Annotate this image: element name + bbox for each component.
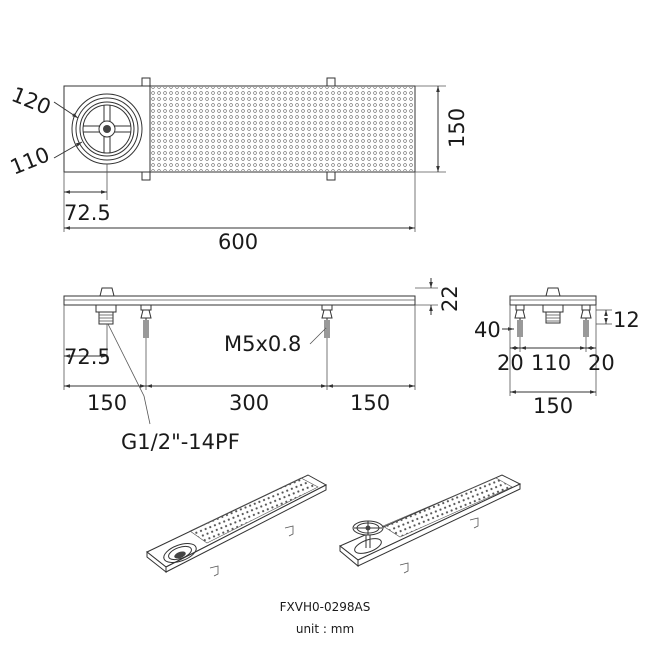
front-view: 22 72.5 150 300 150 M5x0.8 G1/2"-14PF <box>63 278 462 454</box>
mount-tab <box>141 77 151 87</box>
side-stud-right <box>580 304 592 337</box>
dim-middle-span: 300 <box>229 391 269 415</box>
mount-tab <box>326 171 336 181</box>
dim-fitting-offset: 72.5 <box>64 345 111 369</box>
pipe-spec: G1/2"-14PF <box>121 430 240 454</box>
mount-tab <box>141 171 151 181</box>
dim-side-seg-left: 20 <box>497 351 524 375</box>
dim-right-span: 150 <box>350 391 390 415</box>
mount-stud <box>321 304 333 338</box>
dim-inner-diameter: 110 <box>7 142 53 179</box>
dim-side-seg-mid: 110 <box>531 351 571 375</box>
dim-wheel-offset: 72.5 <box>64 201 111 225</box>
mount-stud <box>140 304 152 338</box>
side-view: 40 12 20 110 20 150 <box>474 287 640 418</box>
dim-stud-depth-left: 40 <box>474 318 501 342</box>
dim-stud-depth-right: 12 <box>613 308 640 332</box>
unit-label: unit : mm <box>296 622 354 636</box>
dim-outer-diameter: 120 <box>8 82 54 119</box>
perforated-grid <box>151 87 414 171</box>
dim-height: 22 <box>438 285 462 312</box>
side-stud-left <box>514 304 526 337</box>
thread-spec: M5x0.8 <box>224 332 301 356</box>
isometric-view-rinser <box>339 474 522 574</box>
tray-end-profile <box>509 295 597 306</box>
dim-width: 150 <box>445 108 469 148</box>
tray-side-profile <box>63 295 416 306</box>
dim-left-span: 150 <box>87 391 127 415</box>
dim-side-total: 150 <box>533 394 573 418</box>
isometric-view-flat <box>146 474 328 577</box>
mount-tab <box>326 77 336 87</box>
model-number: FXVH0-0298AS <box>280 600 371 614</box>
dim-side-seg-right: 20 <box>588 351 615 375</box>
rinser-wheel <box>71 93 143 165</box>
dim-length: 600 <box>218 230 258 254</box>
top-view: 120 110 72.5 600 150 <box>7 77 469 254</box>
